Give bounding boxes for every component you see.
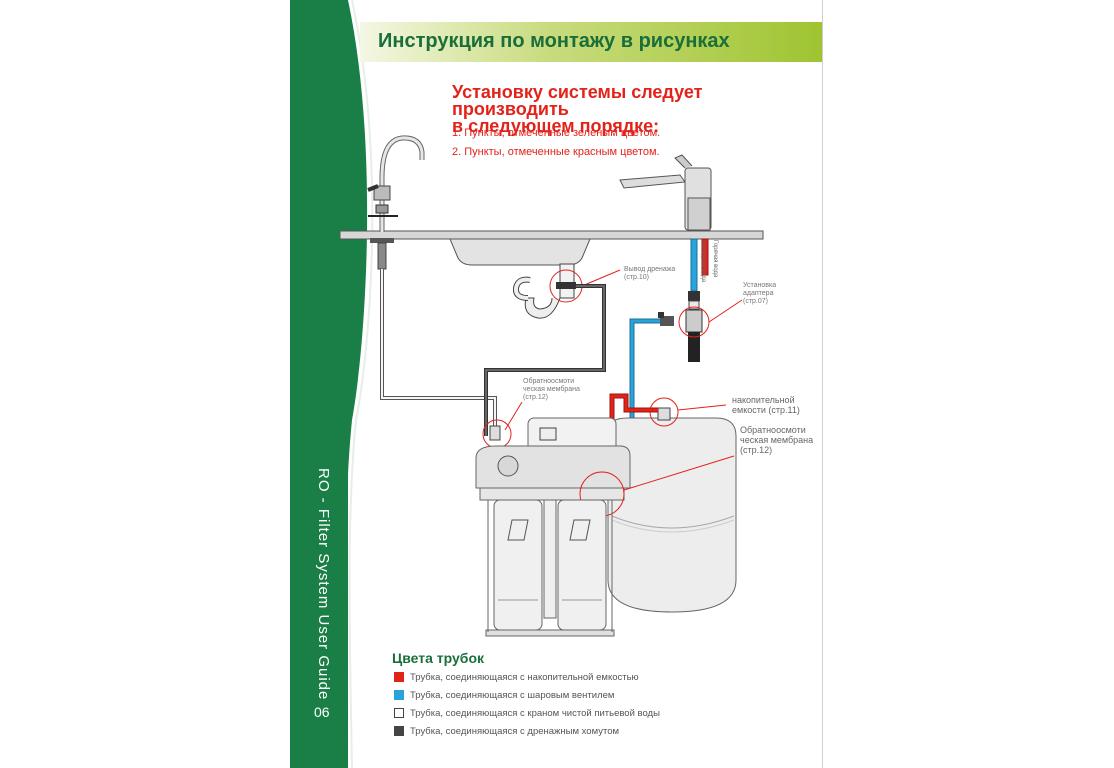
drain-saddle [556, 282, 576, 289]
install-order-heading-line1: Установку системы следует производить [452, 82, 703, 119]
installation-diagram [339, 135, 764, 637]
faucet-nut [370, 238, 394, 243]
legend-item-red: Трубка, соединяющаяся с накопительной ем… [394, 670, 639, 684]
label-adapter: Установка адаптера (стр.07) [743, 282, 777, 305]
step-2: 2. Пункты, отмеченные красным цветом. [452, 146, 660, 158]
legend-swatch-dark [394, 726, 404, 736]
legend-text-white: Трубка, соединяющаяся с краном чистой пи… [410, 707, 660, 719]
drain-pipe [559, 263, 575, 299]
title-banner [360, 22, 822, 62]
cold-supply-hose [688, 332, 700, 362]
legend-swatch-white [394, 708, 404, 718]
page-title: Инструкция по монтажу в рисунках [378, 30, 730, 52]
label-cold-water: Холодная вода [700, 240, 706, 283]
tank-valve [657, 407, 671, 421]
legend-swatch-blue [394, 690, 404, 700]
feed-adapter [685, 309, 703, 333]
storage-tank [607, 417, 737, 613]
faucet-shank [377, 242, 387, 270]
frame-base [485, 629, 615, 637]
label-membrane-right: Обратноосмоти ческая мембрана (стр.12) [740, 425, 814, 455]
label-drain-outlet: Вывод дренажа (стр.10) [624, 266, 676, 281]
sink-bowl [449, 238, 591, 266]
drain-trap [524, 297, 561, 319]
faucet-body [373, 185, 391, 201]
legend-item-dark: Трубка, соединяющаяся с дренажным хомуто… [394, 724, 619, 738]
side-band [290, 0, 348, 768]
legend-title: Цвета трубок [392, 650, 484, 666]
side-decor-curve [345, 0, 374, 768]
legend-item-white: Трубка, соединяющаяся с краном чистой пи… [394, 706, 660, 720]
label-membrane-left: Обратноосмоти ческая мембрана (стр.12) [523, 378, 580, 401]
label-tank: накопительной емкости (стр.11) [732, 395, 800, 415]
legend-swatch-red [394, 672, 404, 682]
mixer-spout [619, 174, 686, 189]
install-order-heading-line2: в следующем порядке: [452, 116, 660, 136]
filter-housings [493, 499, 607, 631]
step-1: 1. Пункты, отмеченные зеленым цветом. [452, 127, 661, 139]
legend-text-red: Трубка, соединяющаяся с накопительной ем… [410, 671, 639, 683]
legend-item-blue: Трубка, соединяющаяся с шаровым вентилем [394, 688, 614, 702]
page-number: 06 [314, 704, 330, 720]
install-order-heading: Установку системы следует производить в … [452, 82, 822, 136]
cold-water-line [690, 238, 698, 292]
ro-head [475, 445, 631, 489]
label-hot-water: Горячая вода [712, 240, 718, 278]
manual-page: RO - Filter System User Guide 06 Инструк… [290, 0, 823, 768]
legend-text-blue: Трубка, соединяющаяся с шаровым вентилем [410, 689, 615, 701]
legend-text-dark: Трубка, соединяющаяся с дренажным хомуто… [410, 725, 620, 737]
hot-water-line [701, 238, 709, 276]
countertop [339, 230, 764, 240]
